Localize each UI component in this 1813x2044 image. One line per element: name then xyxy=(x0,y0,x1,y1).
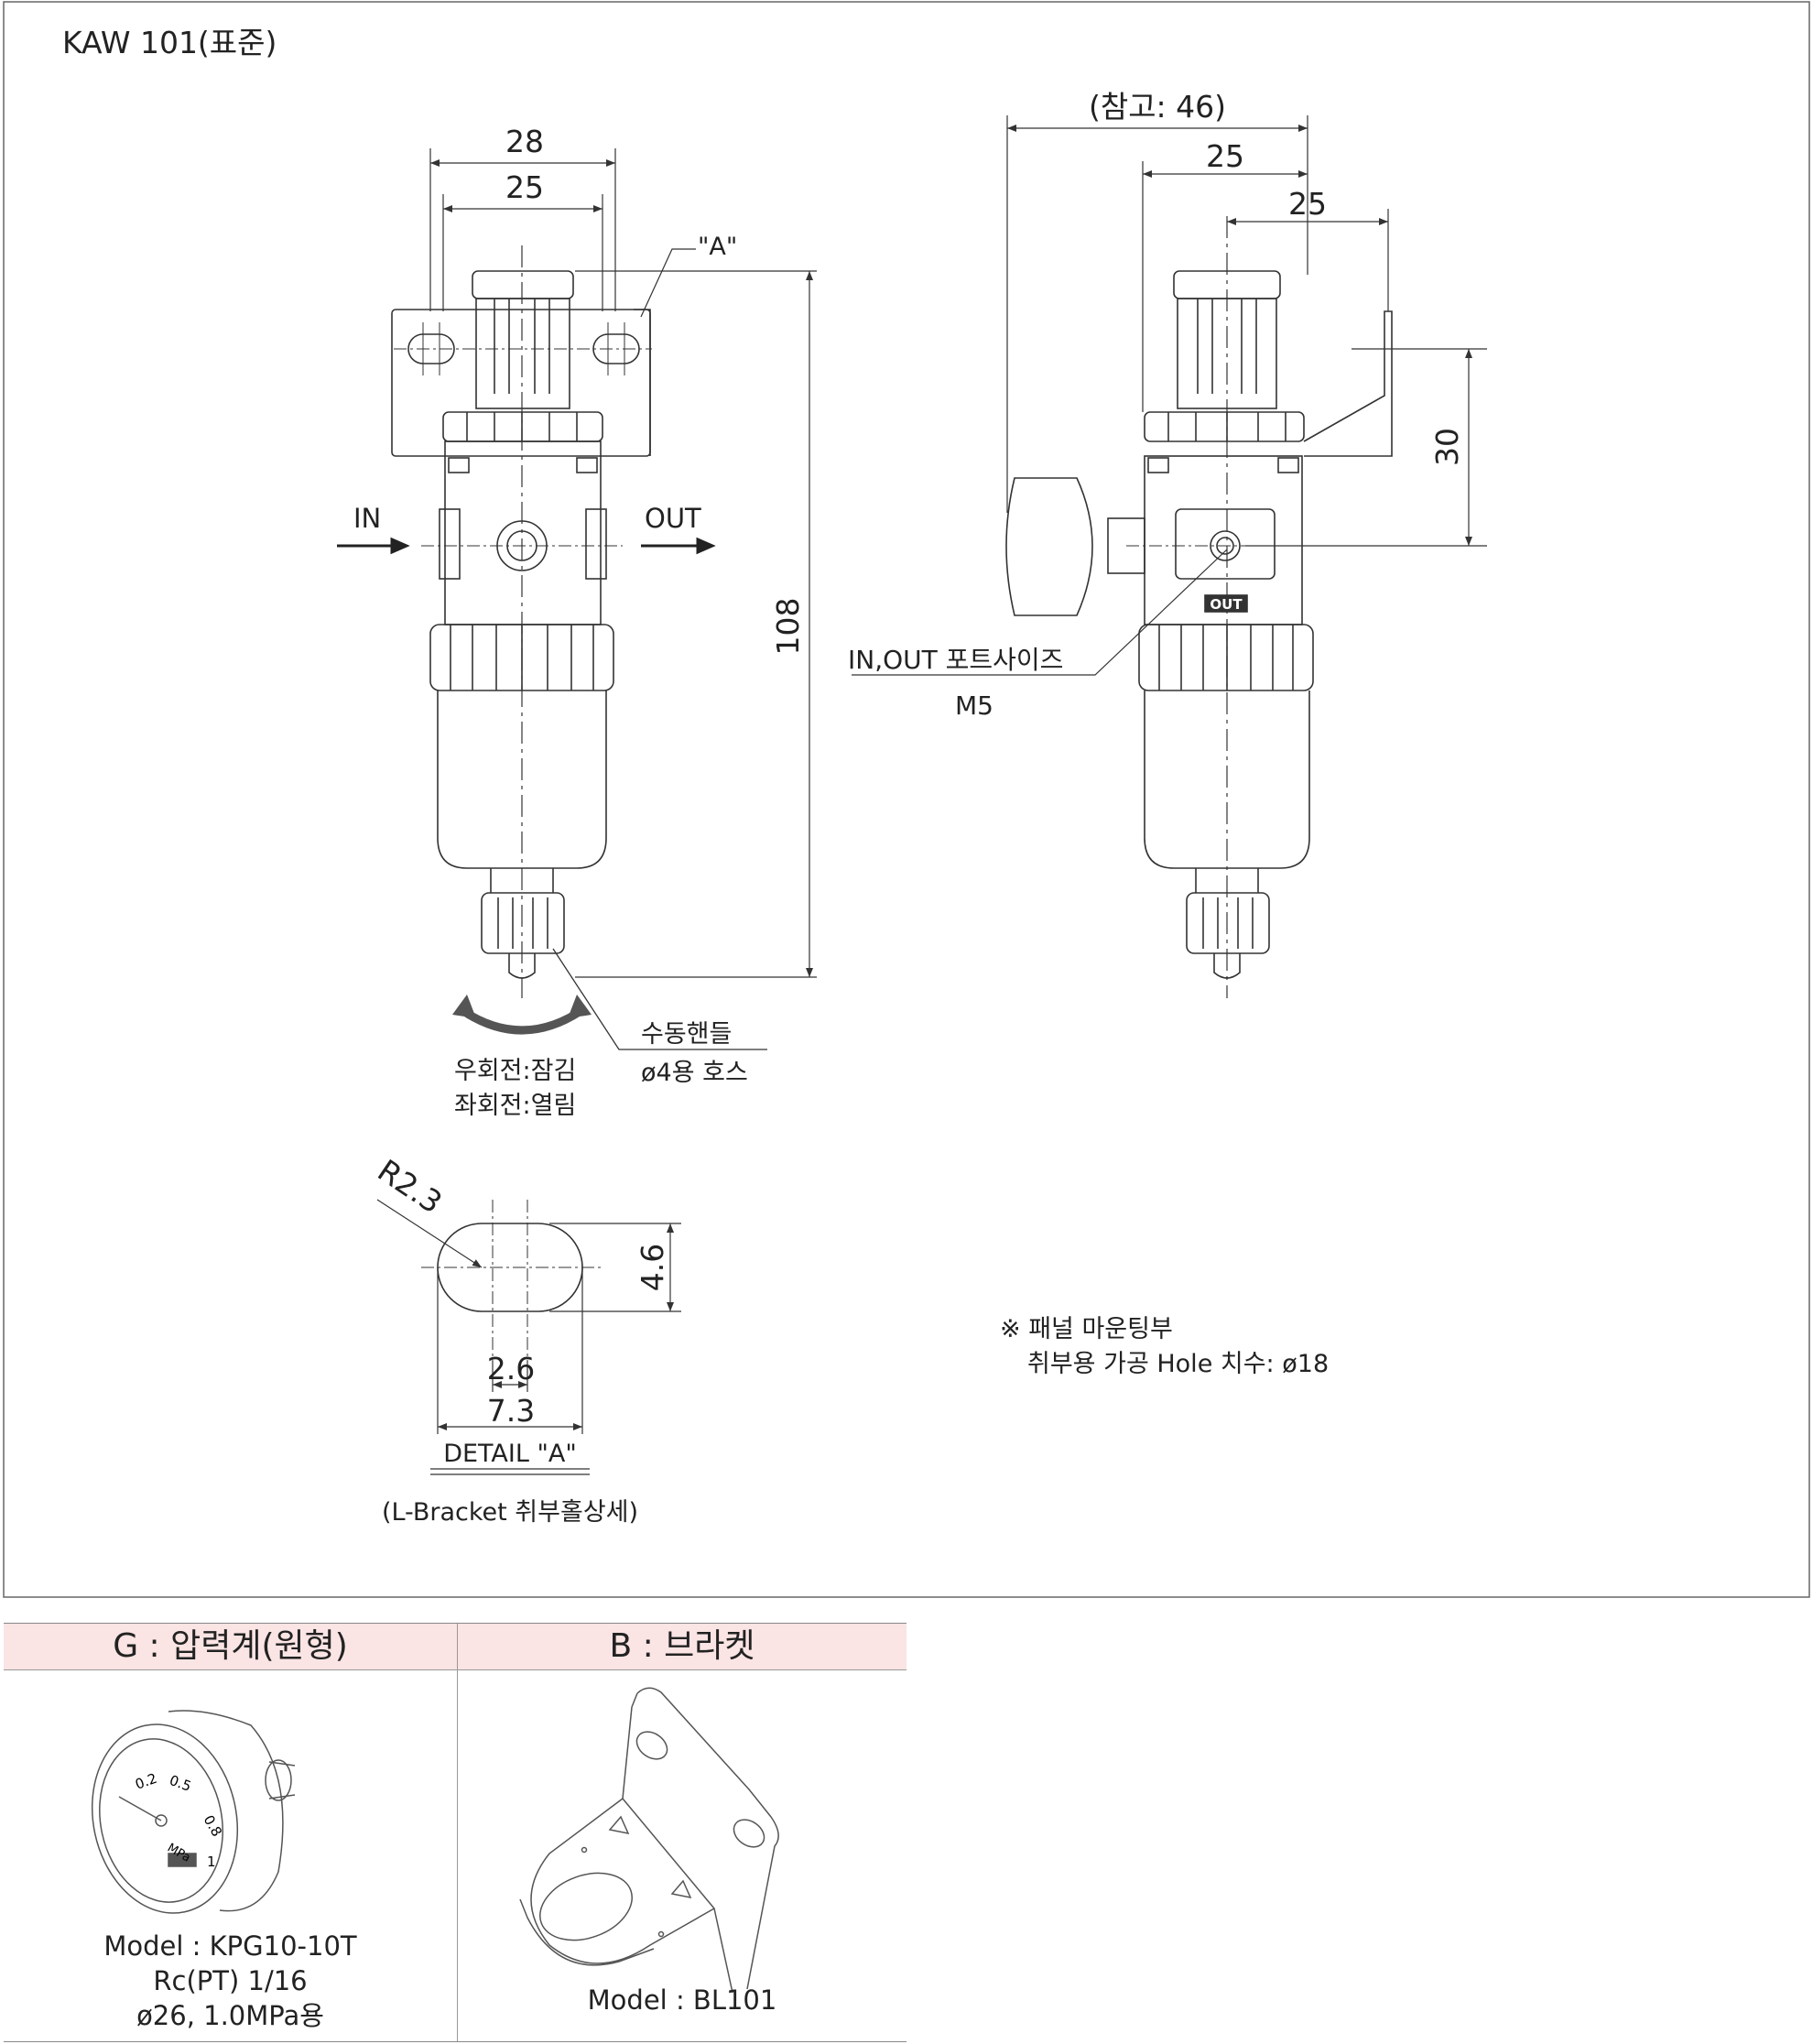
accessory-table: G : 압력계(원형) B : 브라켓 0.2 0.5 0.8 1 MPa Mo… xyxy=(4,1623,906,2042)
gauge-scale-4: 1 xyxy=(207,1854,216,1870)
detail-title: DETAIL "A" xyxy=(443,1440,577,1468)
port-size: M5 xyxy=(955,690,993,721)
dim-25-side-b: 25 xyxy=(1288,186,1327,222)
gauge-cell: 0.2 0.5 0.8 1 MPa Model : KPG10-10T Rc(P… xyxy=(4,1670,457,2041)
front-view xyxy=(391,245,652,998)
gauge-thread: Rc(PT) 1/16 xyxy=(153,1965,308,1996)
dim-ref-46: (참고: 46) xyxy=(1089,89,1226,125)
callout-a: "A" xyxy=(698,233,737,261)
front-bowl xyxy=(437,690,607,869)
out-tag: OUT xyxy=(1210,596,1243,613)
dim-28: 28 xyxy=(505,124,544,159)
front-dimensions xyxy=(429,148,817,978)
dim-30: 30 xyxy=(1429,428,1465,466)
bracket-header: B : 브라켓 xyxy=(458,1624,906,1670)
flow-arrows xyxy=(337,537,716,555)
bracket-model: Model : BL101 xyxy=(587,1984,777,2016)
gauge-scale-1: 0.2 xyxy=(133,1770,159,1793)
gauge-header: G : 압력계(원형) xyxy=(4,1624,457,1670)
side-gauge xyxy=(1005,477,1093,616)
detail-radius: R2.3 xyxy=(372,1152,449,1221)
panel-note-2: 취부용 가공 Hole 치수: ø18 xyxy=(1027,1350,1329,1378)
label-in: IN xyxy=(353,503,381,534)
drain-label-2: ø4용 호스 xyxy=(641,1059,748,1087)
drawing-title: KAW 101(표준) xyxy=(62,25,277,60)
bracket-cell: Model : BL101 xyxy=(458,1670,906,2041)
detail-subtitle: (L-Bracket 취부홀상세) xyxy=(382,1498,638,1527)
dim-25-front: 25 xyxy=(505,169,544,205)
side-view xyxy=(1005,216,1393,998)
technical-drawing: KAW 101(표준) xyxy=(3,1,1810,1598)
gauge-spec: ø26, 1.0MPa용 xyxy=(136,2000,324,2031)
detail-a xyxy=(376,1199,681,1475)
pressure-gauge-icon: 0.2 0.5 0.8 1 MPa xyxy=(91,1710,296,1914)
panel-note-1: ※ 패널 마운팅부 xyxy=(1000,1315,1173,1343)
dim-108: 108 xyxy=(770,598,806,656)
rotation-note-1: 우회전:잠김 xyxy=(454,1057,576,1085)
detail-dim-inner: 2.6 xyxy=(487,1351,535,1386)
detail-dim-outer: 7.3 xyxy=(487,1393,535,1429)
drawing-frame xyxy=(3,1,1810,1598)
rotation-note-2: 좌회전:열림 xyxy=(454,1092,576,1120)
rotation-arrow-icon xyxy=(452,995,592,1035)
front-knob xyxy=(472,270,574,299)
l-bracket-icon xyxy=(519,1687,779,1994)
label-out: OUT xyxy=(645,503,701,534)
side-bracket xyxy=(1303,310,1393,457)
dim-25-side-a: 25 xyxy=(1206,138,1244,174)
detail-dim-height: 4.6 xyxy=(635,1244,670,1291)
gauge-scale-2: 0.5 xyxy=(168,1772,194,1795)
port-label: IN,OUT 포트사이즈 xyxy=(848,645,1063,675)
front-bracket xyxy=(391,309,651,457)
table-divider xyxy=(457,1624,458,2041)
side-dimensions xyxy=(852,115,1487,676)
drain-label-1: 수동핸들 xyxy=(641,1020,732,1049)
gauge-model: Model : KPG10-10T xyxy=(103,1930,357,1962)
